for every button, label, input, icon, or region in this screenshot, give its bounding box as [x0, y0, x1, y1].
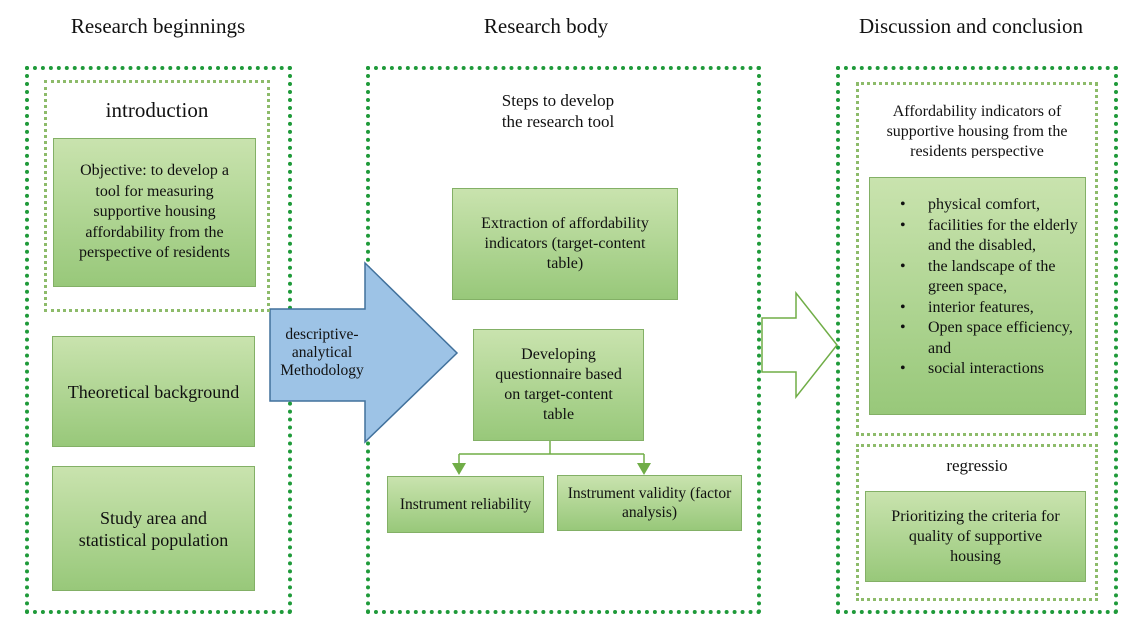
objective-text: Objective: to develop a tool for measuri… — [78, 162, 231, 262]
questionnaire-box: Developing questionnaire based on target… — [473, 329, 644, 441]
questionnaire-text: Developing questionnaire based on target… — [495, 346, 622, 423]
regression-group — [856, 444, 1098, 601]
extraction-text: Extraction of affordability indicators (… — [481, 215, 649, 272]
theoretical-background-box: Theoretical background — [52, 336, 255, 447]
column-title-conclusion: Discussion and conclusion — [859, 14, 1083, 38]
indicator-item: interior features, — [870, 298, 1085, 319]
indicator-item: facilities for the elderly and the disab… — [870, 216, 1085, 257]
validity-box: Instrument validity (factor analysis) — [557, 475, 742, 531]
extraction-box: Extraction of affordability indicators (… — [452, 188, 678, 300]
introduction-group — [44, 80, 270, 312]
indicator-item: Open space efficiency, and — [870, 318, 1085, 359]
study-area-box: Study area and statistical population — [52, 466, 255, 591]
methodology-label: descriptive-analytical Methodology — [280, 326, 364, 379]
regression-heading: regressio — [946, 456, 1008, 475]
indicators-group — [856, 82, 1098, 436]
introduction-heading: introduction — [105, 98, 209, 122]
indicators-box: physical comfort,facilities for the elde… — [869, 177, 1086, 415]
indicators-heading: Affordability indicators of supportive h… — [886, 103, 1068, 158]
conclusion-container — [836, 66, 1118, 614]
prioritizing-box: Prioritizing the criteria for quality of… — [865, 491, 1086, 582]
indicators-list: physical comfort,facilities for the elde… — [870, 195, 1085, 380]
objective-box: Objective: to develop a tool for measuri… — [53, 138, 256, 287]
prioritizing-text: Prioritizing the criteria for quality of… — [891, 507, 1060, 565]
indicator-item: the landscape of the green space, — [870, 257, 1085, 298]
theoretical-background-text: Theoretical background — [67, 381, 240, 402]
validity-text: Instrument validity (factor analysis) — [567, 485, 732, 521]
column-title-body: Research body — [483, 14, 609, 38]
study-area-text: Study area and statistical population — [78, 507, 229, 550]
steps-heading: Steps to develop the research tool — [501, 91, 615, 131]
indicator-item: physical comfort, — [870, 195, 1085, 216]
reliability-box: Instrument reliability — [387, 476, 544, 533]
reliability-text: Instrument reliability — [399, 496, 532, 513]
indicator-item: social interactions — [870, 359, 1085, 380]
column-title-beginnings: Research beginnings — [70, 14, 246, 38]
